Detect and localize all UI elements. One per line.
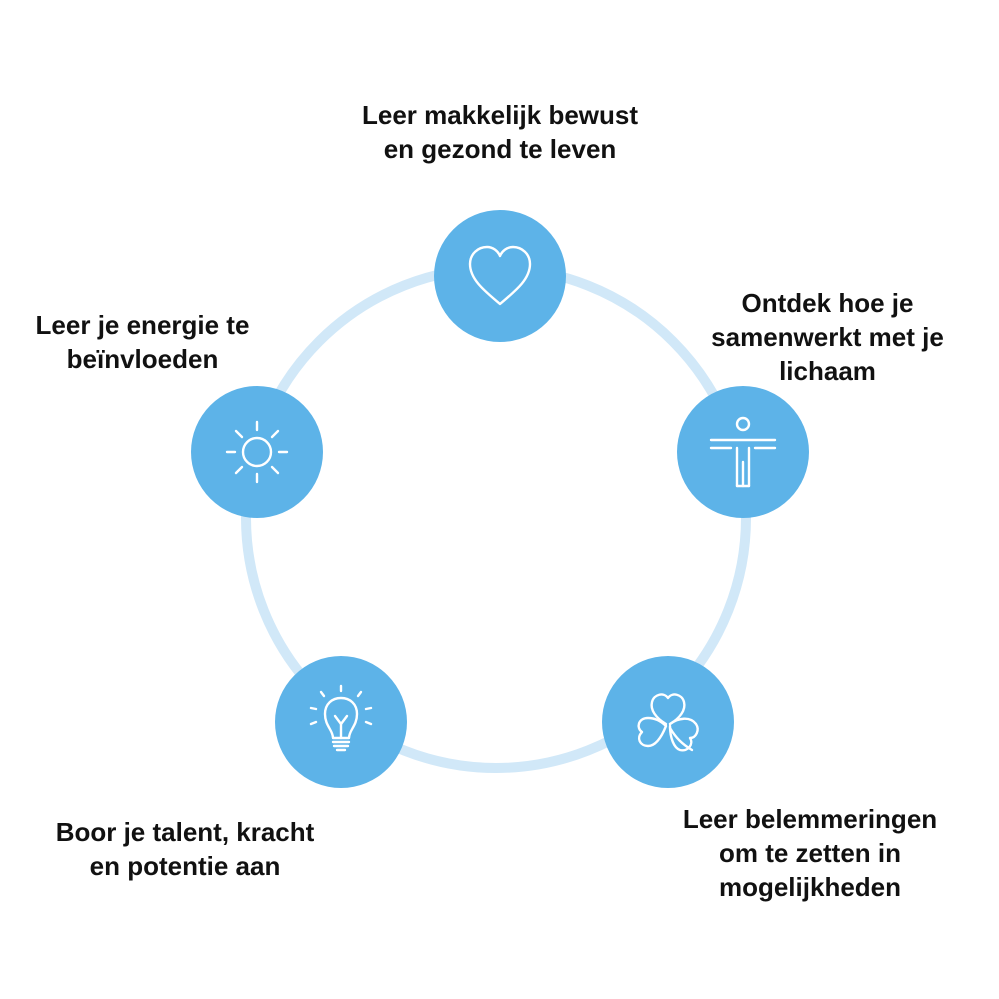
label-line: Leer je energie te bbox=[35, 310, 250, 340]
label-line: Ontdek hoe je bbox=[741, 288, 914, 318]
label-line: mogelijkheden bbox=[718, 872, 902, 902]
label-energy: Leer je energie te beïnvloeden bbox=[15, 308, 270, 376]
node-body-cooperation bbox=[677, 386, 809, 518]
node-talent bbox=[275, 656, 407, 788]
label-body-cooperation: Ontdek hoe je samenwerkt met je lichaam bbox=[690, 286, 965, 388]
label-line: lichaam bbox=[779, 356, 876, 386]
heart-icon bbox=[468, 245, 532, 306]
label-line: Leer makkelijk bewust bbox=[361, 100, 639, 130]
label-line: en potentie aan bbox=[89, 851, 281, 881]
node-healthy-living bbox=[434, 210, 566, 342]
node-obstacles bbox=[602, 656, 734, 788]
lightbulb-icon bbox=[309, 684, 373, 752]
node-energy bbox=[191, 386, 323, 518]
label-line: om te zetten in bbox=[718, 838, 901, 868]
label-line: beïnvloeden bbox=[66, 344, 219, 374]
sun-icon bbox=[225, 420, 289, 484]
label-talent: Boor je talent, kracht en potentie aan bbox=[30, 815, 340, 883]
label-healthy-living: Leer makkelijk bewust en gezond te leven bbox=[330, 98, 670, 166]
label-line: Leer belemmeringen bbox=[682, 804, 938, 834]
body-icon bbox=[709, 416, 777, 488]
label-obstacles: Leer belemmeringen om te zetten in mogel… bbox=[655, 802, 965, 904]
label-line: en gezond te leven bbox=[383, 134, 617, 164]
clover-icon bbox=[637, 693, 699, 752]
label-line: Boor je talent, kracht bbox=[55, 817, 315, 847]
label-line: samenwerkt met je bbox=[711, 322, 944, 352]
